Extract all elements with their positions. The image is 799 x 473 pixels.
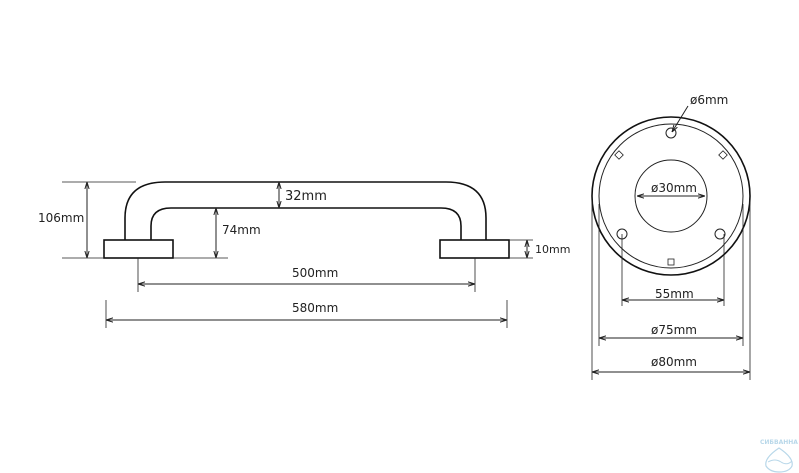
tube-height-label: 32mm	[285, 189, 327, 204]
overall-length-label: 580mm	[292, 301, 338, 315]
inner-diameter-label: ø30mm	[651, 181, 697, 195]
grab-bar-outer-outline	[124, 181, 487, 240]
wave-icon	[767, 459, 793, 465]
grab-bar-inner-outline	[150, 207, 462, 240]
notch-left	[614, 150, 624, 160]
flange-inner-circle	[598, 123, 744, 269]
inner-length-label: 500mm	[292, 266, 338, 280]
base-thickness-label: 10mm	[535, 243, 570, 256]
flange-center-opening	[634, 159, 708, 233]
notch-right	[718, 150, 728, 160]
outer-flange-diameter-label: ø80mm	[651, 355, 697, 369]
watermark-text: СИБВАННА	[760, 439, 798, 446]
droplet-icon	[765, 447, 793, 473]
flange-outer-circle	[591, 116, 751, 276]
watermark-logo: СИБВАННА	[760, 439, 798, 473]
hole-spacing-label: 55mm	[655, 287, 694, 301]
flange-view: ø6mm ø30mm 55mm ø75mm ø80mm	[591, 93, 751, 380]
right-base-plate	[439, 239, 510, 259]
overall-height-label: 106mm	[38, 211, 84, 225]
screw-hole-leader-line	[672, 105, 689, 132]
side-view: 106mm 32mm 74mm 10mm 500mm 580mm	[38, 181, 570, 328]
screw-hole-top	[665, 127, 677, 139]
screw-hole-label: ø6mm	[690, 93, 728, 107]
left-base-plate	[103, 239, 174, 259]
screw-hole-right	[714, 228, 726, 240]
inner-height-label: 74mm	[222, 223, 261, 237]
notch-bottom	[667, 258, 675, 266]
inner-flange-diameter-label: ø75mm	[651, 323, 697, 337]
